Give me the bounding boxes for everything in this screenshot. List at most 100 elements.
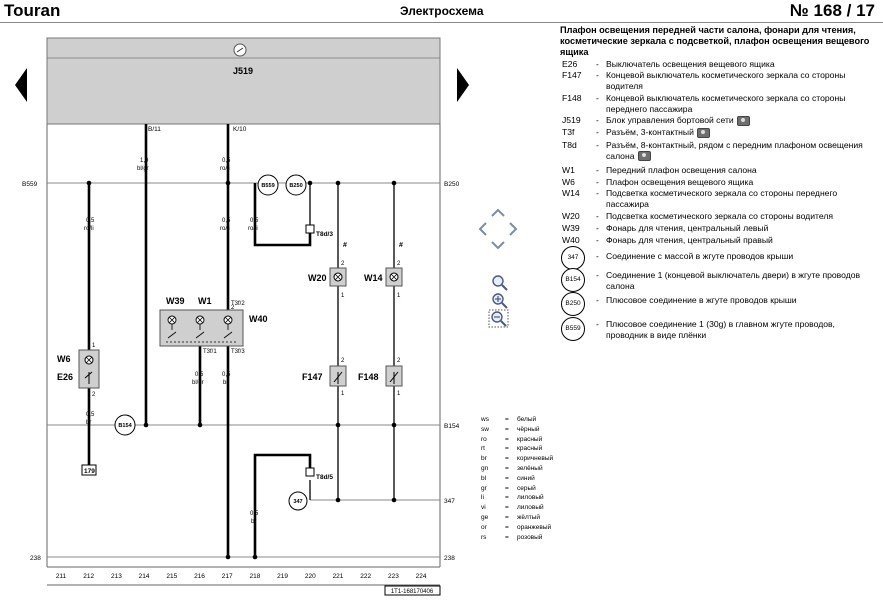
- legend-desc: Разъём, 3-контактный: [606, 127, 694, 137]
- wire-size-label: 0,5: [250, 218, 259, 224]
- color-code: bl: [481, 474, 487, 482]
- note-mark: #: [343, 242, 347, 249]
- pan-left-icon[interactable]: [478, 222, 487, 236]
- legend-desc: Фонарь для чтения, центральный левый: [606, 223, 769, 233]
- camera-icon[interactable]: [637, 151, 651, 162]
- bus-label-b154-right: B154: [444, 423, 460, 430]
- column-number: 214: [139, 573, 150, 580]
- color-name: серый: [517, 484, 536, 492]
- zoom-fit-button[interactable]: [490, 274, 510, 292]
- pan-down-icon[interactable]: [491, 241, 505, 250]
- wire-color-label: ro/li: [220, 166, 230, 172]
- zoom-in-button[interactable]: [490, 292, 510, 310]
- legend-node-b559[interactable]: B559: [561, 317, 585, 341]
- color-code: ws: [481, 416, 489, 423]
- legend-code: J519: [562, 115, 581, 125]
- legend-code: T3f: [562, 127, 575, 137]
- bus-label-b250-right: B250: [444, 181, 460, 188]
- pan-control[interactable]: [476, 206, 520, 252]
- color-eq: =: [505, 435, 509, 443]
- legend-code: W14: [562, 188, 580, 198]
- prev-page-button[interactable]: [15, 68, 29, 102]
- node-347[interactable]: [288, 491, 308, 511]
- wire-color-label: br: [223, 380, 228, 386]
- camera-icon[interactable]: [696, 127, 710, 138]
- legend-desc: Подсветка косметического зеркала со стор…: [606, 188, 838, 209]
- pan-right-icon[interactable]: [509, 222, 518, 236]
- label-w40: W40: [249, 314, 268, 324]
- wire-size-label: 0,5: [222, 218, 231, 224]
- label-f148: F148: [358, 372, 379, 382]
- wire-size-label: 0,5: [222, 158, 231, 164]
- legend-code: W40: [562, 235, 580, 245]
- wire-color-label: ro/li: [84, 226, 94, 232]
- legend-desc: Разъём, 8-контактный, рядом с передним п…: [606, 140, 863, 161]
- page-ref-box[interactable]: [81, 464, 97, 476]
- column-number: 220: [305, 573, 316, 580]
- color-name: чёрный: [517, 425, 540, 433]
- connector-t8d3: T8d/3: [316, 231, 333, 238]
- legend-code: F148: [562, 93, 582, 103]
- column-number: 221: [333, 573, 344, 580]
- node-b154-label[interactable]: B154: [118, 423, 132, 429]
- pin-label: 2: [397, 358, 401, 364]
- zoom-out-button[interactable]: [488, 309, 510, 329]
- wire-size-label: 0,5: [86, 412, 95, 418]
- switch-icon: [84, 371, 93, 384]
- ecu-label: J519: [233, 66, 253, 76]
- color-name: жёлтый: [517, 514, 541, 521]
- camera-icon[interactable]: [736, 115, 750, 126]
- node-b559[interactable]: [257, 174, 279, 196]
- legend-node-b154[interactable]: B154: [561, 268, 585, 292]
- legend-code: W1: [562, 165, 575, 175]
- node-b250-label[interactable]: B250: [289, 183, 302, 189]
- color-code: vi: [481, 504, 486, 512]
- node-b250[interactable]: [285, 174, 307, 196]
- arrow-right-icon[interactable]: [457, 68, 469, 102]
- node-b559-label[interactable]: B559: [261, 183, 274, 189]
- legend-desc: Соединение с массой в жгуте проводов кры…: [606, 251, 794, 261]
- wire-color-label: ro/li: [220, 226, 230, 232]
- legend-code: W6: [562, 177, 575, 187]
- next-page-button[interactable]: [455, 68, 469, 102]
- column-number: 216: [194, 573, 205, 580]
- pin-label: 2: [341, 261, 345, 267]
- component-w6-e26: [78, 349, 100, 389]
- label-e26: E26: [57, 372, 73, 382]
- color-code: li: [481, 494, 484, 502]
- color-eq: =: [505, 533, 509, 541]
- color-name: красный: [517, 445, 543, 453]
- pin-label: 1: [397, 293, 401, 299]
- pan-up-icon[interactable]: [491, 208, 505, 217]
- label-w20: W20: [308, 273, 327, 283]
- color-eq: =: [505, 425, 509, 433]
- column-number: 215: [166, 573, 177, 580]
- header-bar: Touran Электросхема № 168 / 17: [0, 0, 883, 23]
- legend-desc: Плюсовое соединение в жгуте проводов кры…: [606, 295, 797, 305]
- wire-color-label: br: [86, 420, 91, 426]
- ecu-pin-b11: B/11: [148, 126, 161, 133]
- legend-desc: Выключатель освещения вещевого ящика: [606, 59, 775, 69]
- wire-color-label: ro/li: [248, 226, 258, 232]
- model-name: Touran: [4, 1, 61, 20]
- zoom-fit-icon[interactable]: [492, 275, 504, 287]
- color-eq: =: [505, 445, 509, 453]
- legend-node-b250[interactable]: B250: [561, 292, 585, 316]
- color-eq: =: [505, 484, 509, 492]
- color-eq: =: [505, 455, 509, 463]
- wire-color-label: bl/gr: [137, 166, 149, 172]
- node-347-label[interactable]: 347: [293, 499, 302, 505]
- label-w39: W39: [166, 296, 185, 306]
- pin-label: 2: [231, 305, 235, 311]
- color-eq: =: [505, 416, 509, 423]
- color-eq: =: [505, 514, 509, 521]
- legend-node-347[interactable]: 347: [561, 246, 585, 270]
- legend-code: T8d: [562, 140, 577, 150]
- connector-t3f2: T3f/2: [231, 301, 245, 307]
- arrow-left-icon[interactable]: [15, 68, 27, 102]
- color-code: br: [481, 455, 487, 463]
- node-b154[interactable]: [114, 414, 136, 436]
- note-mark: #: [399, 242, 403, 249]
- page-ref-179[interactable]: 179: [84, 468, 95, 475]
